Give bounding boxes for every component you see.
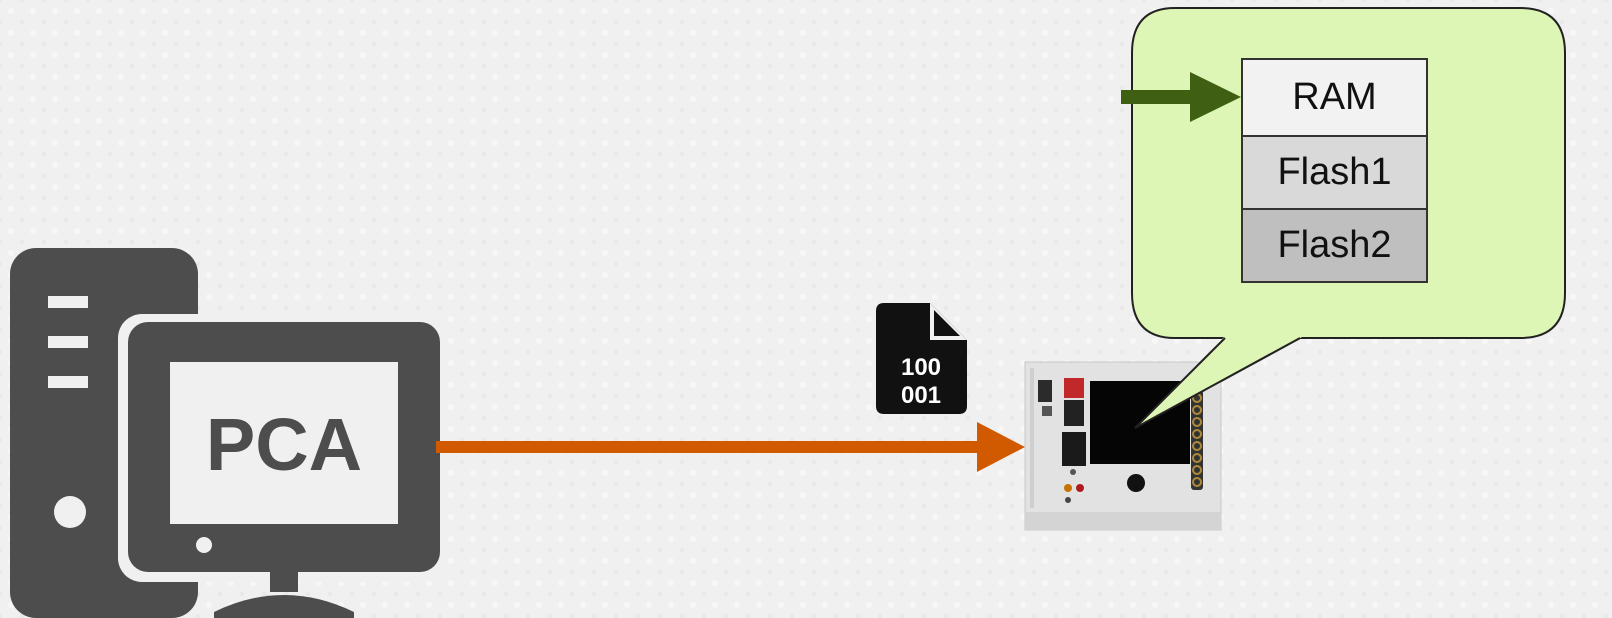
transfer-arrow	[436, 422, 1025, 472]
binary-file-line-1: 100	[901, 354, 941, 381]
memory-slot-label: RAM	[1292, 76, 1376, 119]
memory-slot-flash2: Flash2	[1243, 208, 1426, 281]
memory-slot-label: Flash2	[1277, 224, 1391, 267]
memory-slot-table: RAM Flash1 Flash2	[1241, 58, 1428, 283]
pc-label: PCA	[206, 403, 362, 486]
memory-slot-ram: RAM	[1243, 60, 1426, 135]
memory-slot-flash1: Flash1	[1243, 135, 1426, 208]
memory-slot-label: Flash1	[1277, 151, 1391, 194]
binary-file-line-2: 001	[901, 382, 941, 409]
